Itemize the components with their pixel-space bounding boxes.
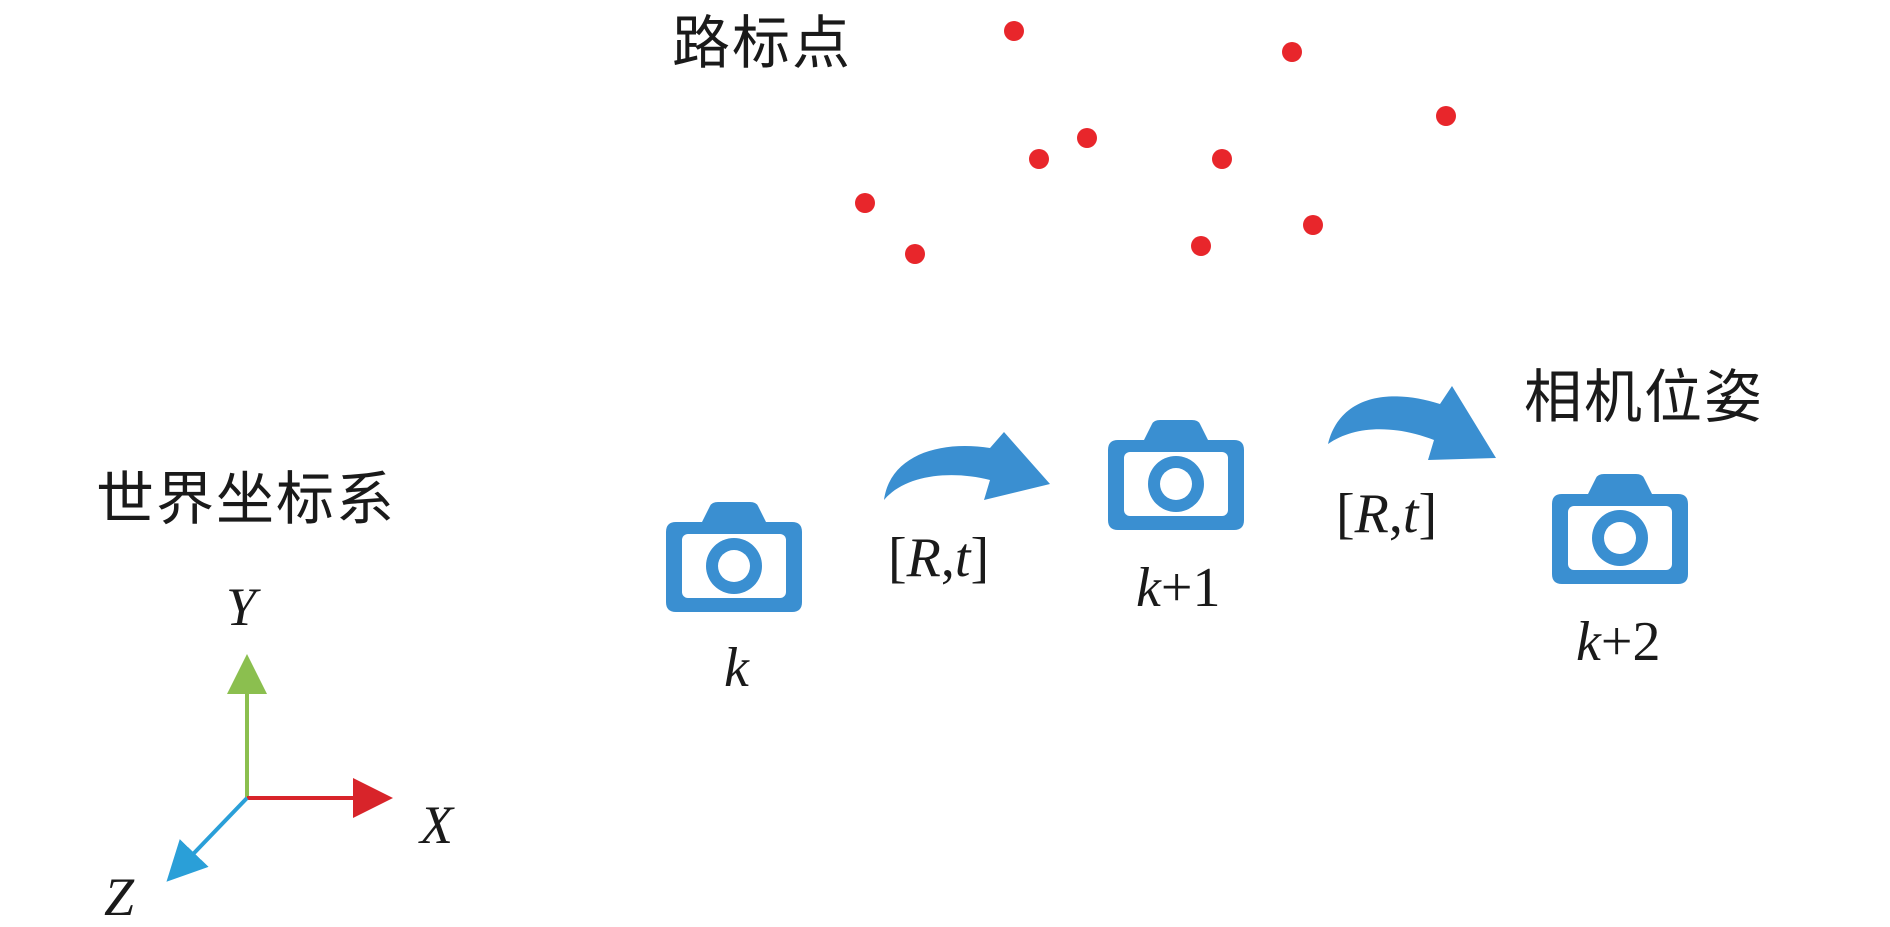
z-axis-label: Z: [104, 867, 135, 927]
landmark-point: [1004, 21, 1024, 41]
landmark-point: [1436, 106, 1456, 126]
frame-index-var: k: [1136, 557, 1161, 619]
landmark-point: [1077, 128, 1097, 148]
landmark-point: [1303, 215, 1323, 235]
landmarks-label: 路标点: [672, 9, 853, 77]
transform-close: ]: [1418, 483, 1438, 545]
frame-index-var: k: [1576, 611, 1601, 673]
landmark-point: [1282, 42, 1302, 62]
transform-translation: t: [1402, 483, 1419, 545]
transform-translation: t: [954, 527, 971, 589]
x-axis-label: X: [420, 795, 453, 855]
transform-label: [R,t]: [1336, 486, 1437, 542]
curved-arrow-icon: [884, 432, 1050, 500]
landmark-point: [905, 244, 925, 264]
frame-label-k: k: [724, 640, 749, 696]
camera-icon: [1108, 420, 1244, 530]
transform-close: ]: [970, 527, 990, 589]
transform-label: [R,t]: [888, 530, 989, 586]
z-axis-arrow: [166, 796, 249, 882]
y-axis-label: Y: [226, 577, 257, 637]
transform-rotation: R: [1354, 483, 1389, 545]
transform-rotation: R: [906, 527, 941, 589]
frame-index-var: k: [724, 637, 749, 699]
transform-sep: ,: [940, 527, 955, 589]
landmark-point: [1029, 149, 1049, 169]
transform-sep: ,: [1388, 483, 1403, 545]
frame-index-suffix: +1: [1160, 557, 1221, 619]
landmark-point: [855, 193, 875, 213]
camera-pose-label: 相机位姿: [1524, 363, 1765, 431]
camera-icon: [666, 502, 802, 612]
frame-label-k-plus-2: k+2: [1576, 614, 1660, 670]
curved-arrow-icon: [1328, 386, 1496, 460]
transform-open: [: [888, 527, 907, 589]
world-frame-label: 世界坐标系: [96, 465, 397, 533]
camera-icon: [1552, 474, 1688, 584]
transform-open: [: [1336, 483, 1355, 545]
frame-label-k-plus-1: k+1: [1136, 560, 1220, 616]
coordinate-axes: [166, 654, 393, 882]
landmark-point: [1191, 236, 1211, 256]
frame-index-suffix: +2: [1600, 611, 1661, 673]
landmark-point: [1212, 149, 1232, 169]
landmark-points: [855, 21, 1456, 264]
